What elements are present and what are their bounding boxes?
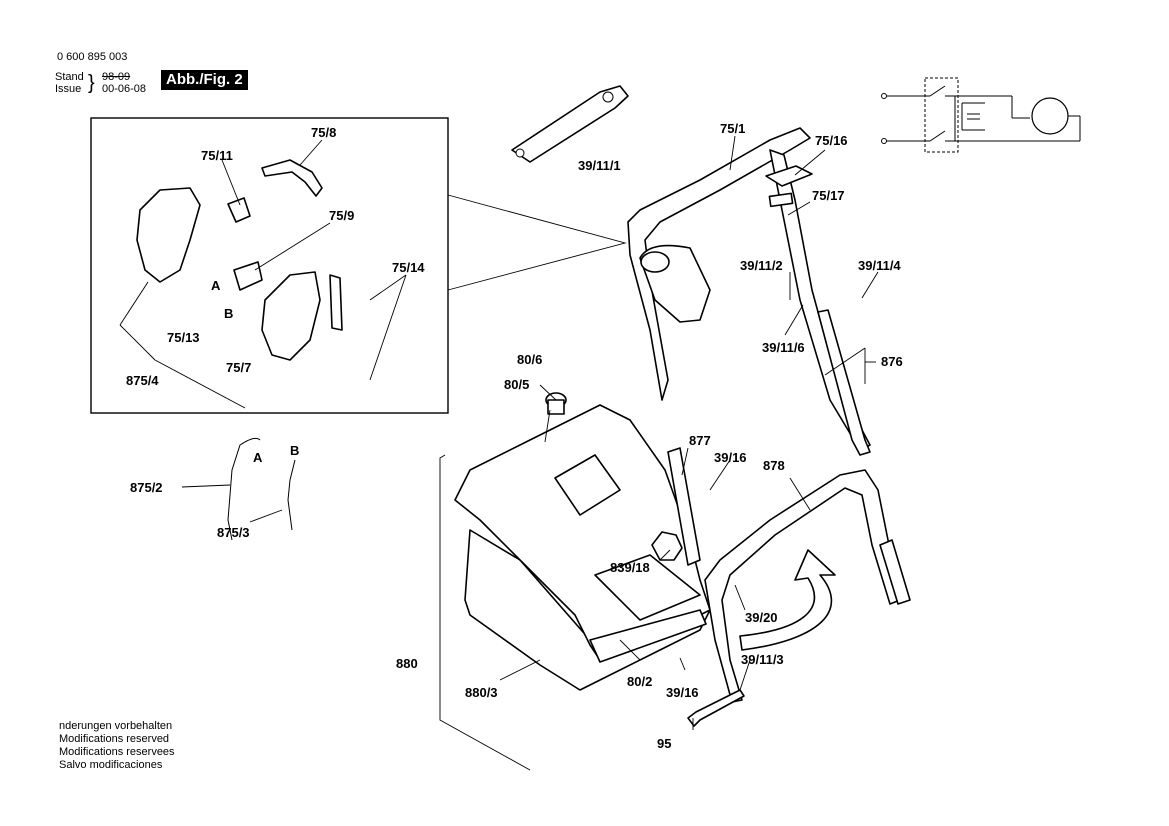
label-A-cable: A — [253, 450, 263, 465]
label-75-13: 75/13 — [167, 330, 200, 345]
switch-part — [233, 261, 263, 291]
modifications-line-de: nderungen vorbehalten — [59, 720, 173, 732]
label-875-3: 875/3 — [217, 525, 250, 540]
label-39-16-bottom: 39/16 — [666, 685, 699, 700]
switch-housing-right — [261, 271, 321, 361]
detail-callout-lines — [447, 194, 627, 291]
trigger-lever — [261, 159, 323, 197]
label-B-detail: B — [224, 306, 233, 321]
label-39-11-3: 39/11/3 — [741, 652, 784, 667]
spanner-tool — [511, 85, 629, 163]
label-875-4: 875/4 — [126, 373, 159, 388]
label-880-3: 880/3 — [465, 685, 498, 700]
label-80-2: 80/2 — [627, 674, 652, 689]
label-80-6: 80/6 — [517, 352, 542, 367]
detail-box — [90, 117, 449, 414]
cap-part — [545, 392, 567, 415]
label-878: 878 — [763, 458, 785, 473]
label-877: 877 — [689, 433, 711, 448]
issue-label: Issue — [55, 83, 82, 95]
lower-handle — [704, 469, 911, 703]
label-39-11-6: 39/11/6 — [762, 340, 805, 355]
label-75-16: 75/16 — [815, 133, 848, 148]
assembly-arrow — [739, 549, 836, 651]
bracket-part — [329, 274, 343, 331]
label-39-11-1: 39/11/1 — [578, 158, 621, 173]
label-839-18: 839/18 — [610, 560, 650, 575]
label-876: 876 — [881, 354, 903, 369]
modifications-line-fr: Modifications reservees — [59, 746, 175, 758]
stand-label: Stand — [55, 71, 84, 83]
wiring-diagram — [881, 77, 1081, 153]
cable-a — [227, 437, 261, 541]
label-39-11-2: 39/11/2 — [740, 258, 783, 273]
label-80-5: 80/5 — [504, 377, 529, 392]
stand-brace: } — [88, 72, 95, 94]
modifications-note: nderungen vorbehalten Modifications rese… — [59, 720, 175, 772]
issue-value: 00-06-08 — [102, 83, 147, 95]
label-39-20: 39/20 — [745, 610, 778, 625]
middle-tube — [667, 447, 701, 566]
bolt-95 — [687, 689, 745, 727]
leader-lines — [119, 135, 879, 771]
label-75-7: 75/7 — [226, 360, 251, 375]
label-39-16-top: 39/16 — [714, 450, 747, 465]
label-880: 880 — [396, 656, 418, 671]
upper-handle — [627, 127, 871, 451]
cable-b — [287, 459, 296, 531]
part-labels: 75/1 75/16 75/17 39/11/1 75/8 75/11 75/9… — [126, 121, 903, 751]
figure-label: Abb./Fig. 2 — [161, 70, 248, 90]
label-75-9: 75/9 — [329, 208, 354, 223]
switch-housing-left — [136, 187, 201, 283]
clip-part — [227, 197, 251, 223]
label-75-8: 75/8 — [311, 125, 336, 140]
part-number: 0 600 895 003 — [57, 51, 128, 63]
label-875-2: 875/2 — [130, 480, 163, 495]
label-A-detail: A — [211, 278, 221, 293]
modifications-line-en: Modifications reserved — [59, 733, 170, 745]
label-75-1: 75/1 — [720, 121, 745, 136]
stand-value: 98-09 — [102, 71, 131, 83]
label-95: 95 — [657, 736, 671, 751]
modifications-line-es: Salvo modificaciones — [59, 759, 163, 771]
label-75-11: 75/11 — [201, 148, 233, 163]
label-75-14: 75/14 — [392, 260, 425, 275]
lower-right-tube — [817, 309, 871, 456]
grass-catcher — [454, 404, 711, 691]
label-B-cable: B — [290, 443, 299, 458]
label-75-17: 75/17 — [812, 188, 845, 203]
label-39-11-4: 39/11/4 — [858, 258, 901, 273]
